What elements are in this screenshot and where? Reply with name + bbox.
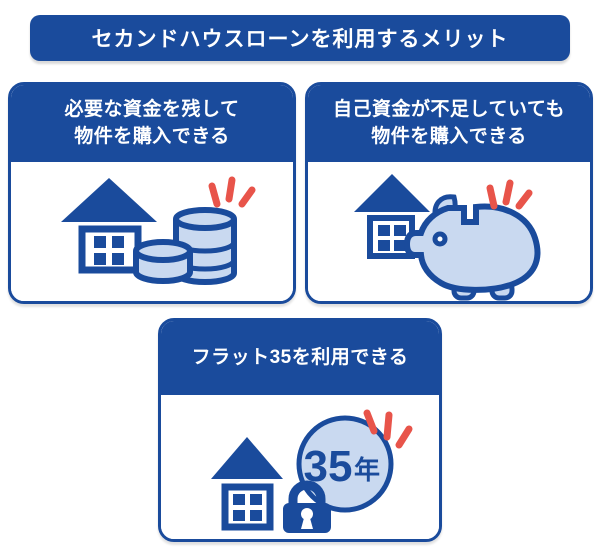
card-title-line: 物件を購入できる	[371, 125, 527, 147]
coin-stack-icon	[133, 207, 237, 285]
house-and-coins-illustration	[61, 176, 256, 285]
card-keep-funds-illustration	[11, 162, 293, 301]
emphasis-marks-icon	[208, 176, 256, 208]
card-insufficient-own-funds-title: 自己資金が不足していても 物件を購入できる	[308, 85, 590, 162]
card-title-line: 必要な資金を残して	[64, 98, 240, 120]
card-insufficient-own-funds: 自己資金が不足していても 物件を購入できる	[305, 82, 593, 304]
emphasis-marks-icon	[363, 409, 413, 449]
house-icon	[354, 174, 430, 259]
card-title-line: 物件を購入できる	[74, 125, 230, 147]
page-title: セカンドハウスローンを利用するメリット	[91, 28, 509, 51]
house-icon	[211, 437, 283, 531]
card-flat35-illustration: 35 年	[161, 395, 439, 539]
badge-unit: 年	[354, 455, 380, 485]
emphasis-marks-icon	[486, 179, 533, 210]
card-keep-funds-title: 必要な資金を残して 物件を購入できる	[11, 85, 293, 162]
card-title-line: 自己資金が不足していても	[333, 98, 565, 120]
card-insufficient-own-funds-illustration	[308, 162, 590, 301]
lock-icon	[283, 480, 331, 533]
house-and-piggy-bank-illustration	[354, 174, 541, 301]
35-year-badge: 35 年	[296, 415, 394, 513]
card-keep-funds: 必要な資金を残して 物件を購入できる	[8, 82, 296, 304]
house-lock-35year-illustration: 35 年	[211, 409, 413, 533]
piggy-bank-icon	[403, 194, 541, 301]
card-flat35-title: フラット35を利用できる	[161, 321, 439, 395]
title-banner: セカンドハウスローンを利用するメリット	[30, 15, 570, 61]
card-flat35: フラット35を利用できる 35 年	[158, 318, 442, 542]
card-title-line: フラット35を利用できる	[191, 346, 409, 368]
